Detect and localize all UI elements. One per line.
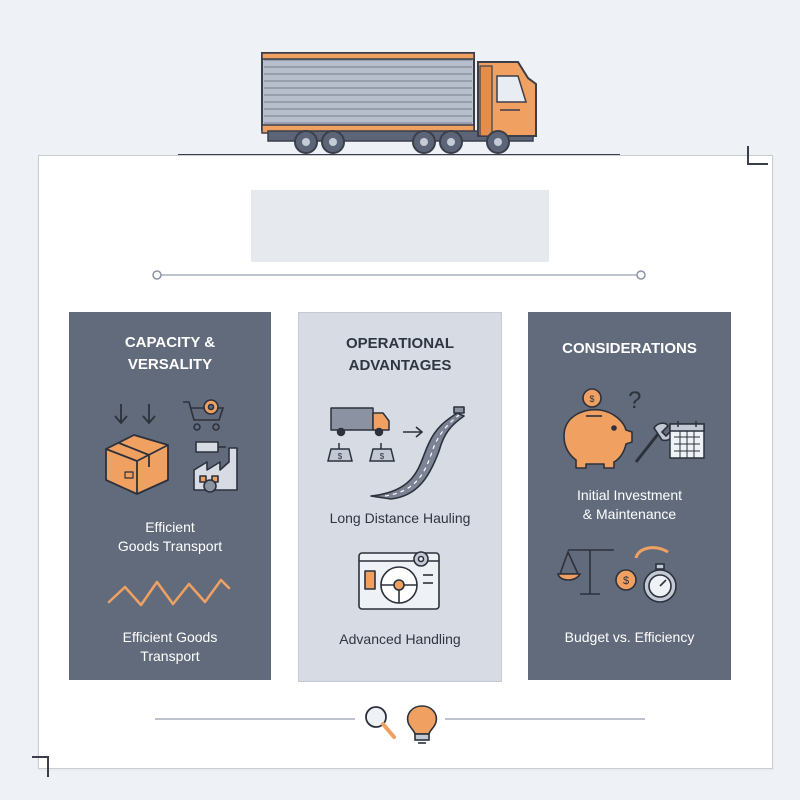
corner-mark-top-right — [747, 146, 768, 165]
zigzag-line-icon — [107, 578, 231, 607]
panel-capacity-icons — [105, 399, 238, 607]
panel-caption-2: Budget vs. Efficiency — [564, 629, 695, 645]
truck-icon — [330, 407, 390, 437]
panel-considerations-icons: $ ? $ — [556, 387, 705, 603]
wrench-icon — [634, 422, 674, 463]
calendar-icon — [669, 421, 705, 459]
panel-operational: OPERATIONAL ADVANTAGES $ $ — [298, 312, 502, 682]
panel-title: CONSIDERATIONS — [562, 340, 697, 357]
svg-text:$: $ — [589, 394, 594, 404]
panel-caption-1: Efficient Goods Transport — [117, 519, 223, 554]
svg-text:$: $ — [338, 452, 343, 461]
box-icon — [105, 434, 169, 495]
steering-dashboard-icon — [358, 551, 440, 610]
cart-gear-icon — [183, 399, 225, 431]
road-icon — [370, 406, 465, 500]
question-mark-icon: ? — [628, 387, 641, 414]
panel-title: CAPACITY & VERSALITY — [124, 334, 216, 373]
title-placeholder — [251, 190, 549, 262]
factory-icon — [193, 441, 238, 493]
piggy-bank-icon — [563, 388, 633, 469]
top-divider — [152, 270, 646, 280]
panel-caption-2: Advanced Handling — [339, 631, 461, 647]
panel-title: OPERATIONAL ADVANTAGES — [345, 335, 455, 374]
panel-caption-1: Long Distance Hauling — [329, 510, 471, 526]
bottom-divider — [155, 705, 645, 744]
svg-text:$: $ — [380, 452, 385, 461]
stopwatch-icon — [634, 546, 677, 603]
truck-illustration — [178, 52, 620, 156]
corner-mark-bottom-left — [32, 756, 49, 777]
balance-scale-icon — [556, 549, 637, 595]
magnifier-icon — [365, 706, 396, 739]
weights-icon — [327, 443, 395, 462]
panel-capacity: CAPACITY & VERSALITY — [69, 312, 271, 680]
lightbulb-icon — [406, 705, 438, 744]
panel-caption-1: Initial Investment & Maintenance — [576, 487, 683, 522]
svg-text:$: $ — [623, 575, 629, 587]
panel-operational-icons: $ $ — [327, 406, 465, 610]
panel-considerations: CONSIDERATIONS $ ? — [528, 312, 731, 680]
down-arrows-icon — [114, 404, 156, 425]
arrow-right-icon — [403, 426, 424, 438]
panel-caption-2: Efficient Goods Transport — [122, 629, 218, 664]
